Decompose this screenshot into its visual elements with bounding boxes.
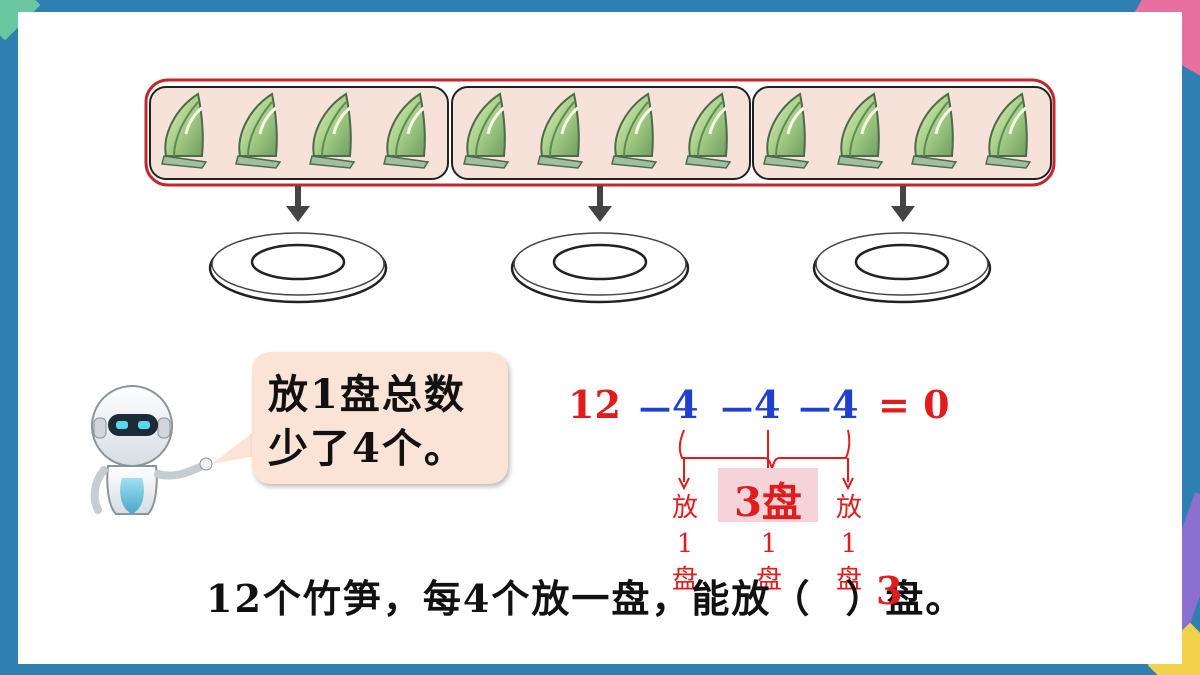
total-plates-highlight xyxy=(718,468,818,522)
plate-label-char: 1 xyxy=(676,529,694,559)
subtrahend: 4 xyxy=(672,382,699,427)
speech-bubble xyxy=(252,352,508,484)
plate-label-char: 盘 xyxy=(835,565,862,595)
plate-label-char: 放 xyxy=(671,493,698,523)
plate-icon xyxy=(812,231,992,304)
minus-sign: － xyxy=(718,388,757,433)
minus-sign: － xyxy=(796,388,835,433)
plate-label-char: 盘 xyxy=(671,565,698,595)
plate-label-char: 1 xyxy=(840,529,858,559)
down-arrow-icon xyxy=(286,186,310,222)
sentence-suffix: ）盘。 xyxy=(845,576,966,621)
answer-value: 3 xyxy=(876,568,903,613)
subtrahend: 4 xyxy=(754,382,781,427)
bubble-line: 少了4个。 xyxy=(268,425,466,472)
plate-label: 放 1 盘 xyxy=(834,490,864,598)
plate-label-char: 放 xyxy=(835,493,862,523)
bubble-line: 放1盘总数 xyxy=(268,371,466,418)
speech-bubble-text: 放1盘总数 少了4个。 xyxy=(268,368,498,476)
down-arrow-icon xyxy=(588,186,612,222)
down-arrow-icon xyxy=(891,186,915,222)
robot-icon xyxy=(90,385,213,515)
minus-sign: － xyxy=(636,388,675,433)
all-shoots-outline xyxy=(144,78,1056,187)
shoot-group xyxy=(149,86,449,180)
shoot-group xyxy=(752,86,1052,180)
grouping-illustration xyxy=(144,78,1056,304)
shoot-group xyxy=(451,86,751,180)
plate-label-char: 1 xyxy=(760,529,778,559)
sentence-prefix: 12个竹笋，每4个放一盘，能放（ xyxy=(206,576,812,621)
total-plates-label: 3盘 xyxy=(734,479,802,526)
plate-label-char: 盘 xyxy=(755,565,782,595)
equation-start: 12 xyxy=(568,382,621,427)
bubble-tail xyxy=(212,430,256,464)
equation-result: = 0 xyxy=(878,382,950,427)
plate-icon xyxy=(208,231,388,304)
plate-label: 放 1 盘 xyxy=(670,490,700,598)
plate-icon xyxy=(510,231,690,304)
conclusion-sentence: 12个竹笋，每4个放一盘，能放（ ）盘。 xyxy=(206,568,965,623)
subtrahend: 4 xyxy=(832,382,859,427)
